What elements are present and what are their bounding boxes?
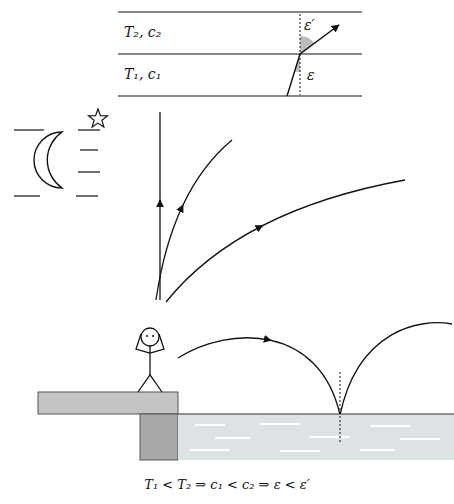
ray-arrow	[181, 205, 183, 209]
layer-boundary	[118, 11, 362, 12]
wave-dash	[260, 423, 300, 425]
water-waves	[190, 424, 440, 451]
wave-dash	[195, 424, 225, 426]
moon-symbol	[34, 132, 62, 188]
wave-dash	[190, 449, 230, 451]
observer-arm	[136, 334, 150, 353]
sky-dash	[14, 195, 40, 196]
layer-label: T₂, c₂	[124, 24, 161, 41]
sky-dash	[78, 171, 100, 172]
observer-arm	[150, 334, 164, 353]
caption: T₁ < T₂ ⇒ c₁ < c₂ ⇒ ε < ε′	[0, 476, 454, 493]
wave-dash	[215, 437, 250, 439]
wave-dash	[280, 450, 320, 452]
cliff-wall	[140, 414, 178, 460]
sky-dash	[14, 129, 44, 130]
layer-boundary	[118, 95, 362, 96]
observer-figure	[136, 328, 164, 392]
angle-label: ε	[307, 67, 315, 84]
curved-ray	[156, 140, 232, 300]
observer-legs	[138, 375, 162, 392]
sky-dash	[76, 195, 98, 196]
ray-arrow	[267, 339, 271, 341]
water-surface	[178, 413, 454, 414]
sky-dash	[80, 149, 98, 150]
observer-head	[141, 328, 159, 346]
wave-dash	[360, 449, 395, 451]
water-body	[178, 414, 454, 460]
star-symbol	[89, 109, 108, 127]
mirage-ray	[340, 323, 452, 415]
wave-dash	[310, 436, 350, 438]
ray-arrow	[259, 226, 263, 228]
layer-boundary	[118, 53, 362, 54]
cliff-top	[38, 392, 178, 414]
observer-body	[149, 346, 150, 375]
curved-ray	[166, 180, 405, 302]
sky-dash	[78, 129, 100, 130]
mirage-ray	[178, 338, 340, 415]
layer-label: T₁, c₁	[124, 66, 161, 83]
ray-arrow	[159, 200, 160, 206]
normal-line	[340, 372, 341, 442]
light-rays	[156, 112, 452, 415]
sky-dashes	[14, 130, 100, 196]
wave-dash	[370, 425, 410, 427]
wave-dash	[400, 438, 440, 440]
refracted-ray	[287, 25, 339, 96]
observer-eye	[146, 335, 148, 337]
angle-label: ε′	[304, 17, 315, 34]
layer-lines	[118, 12, 362, 96]
observer-eye	[152, 335, 154, 337]
